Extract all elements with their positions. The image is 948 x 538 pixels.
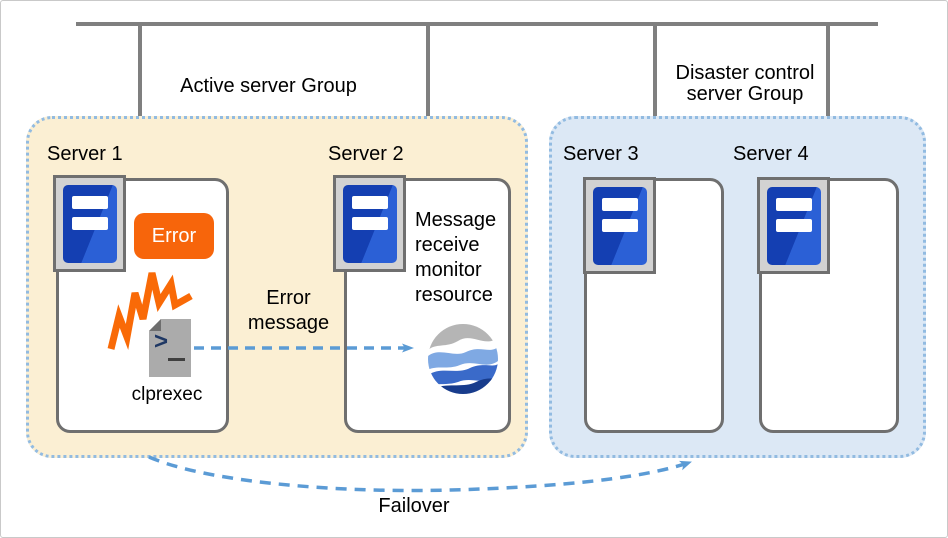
error-message-arrow [194,343,414,353]
failover-arrow [148,455,692,493]
network-drop-line-server4 [826,22,830,180]
disaster-server-group-label: Disaster control server Group [675,62,815,105]
error-lightning-icon [107,272,193,350]
server-unit-glyph [767,187,821,265]
error-message-label: Error message [247,287,330,334]
clprexec-label: clprexec [131,384,203,405]
server-unit-glyph [343,185,397,263]
server-1-icon [53,175,126,272]
server-1-label: Server 1 [47,143,123,165]
server-2-icon [333,175,406,272]
failover-label: Failover [378,495,450,517]
server-unit-glyph [63,185,117,263]
svg-text:>: > [154,328,168,355]
active-server-group-label: Active server Group [180,75,357,97]
network-bus-line [76,22,878,26]
server-unit-glyph [593,187,647,265]
network-drop-line-server1 [138,22,142,180]
monitor-sphere-icon [428,324,498,394]
monitor-resource-label: Message receive monitor resource [415,209,497,306]
network-drop-line-server3 [653,22,657,180]
server-2-label: Server 2 [328,143,404,165]
server-4-label: Server 4 [733,143,809,165]
server-4-icon [757,177,830,274]
error-badge-label: Error [151,224,197,247]
terminal-document-icon: > [149,319,191,377]
error-badge: Error [134,213,214,259]
server-3-label: Server 3 [563,143,639,165]
network-drop-line-server2 [426,22,430,180]
server-3-icon [583,177,656,274]
